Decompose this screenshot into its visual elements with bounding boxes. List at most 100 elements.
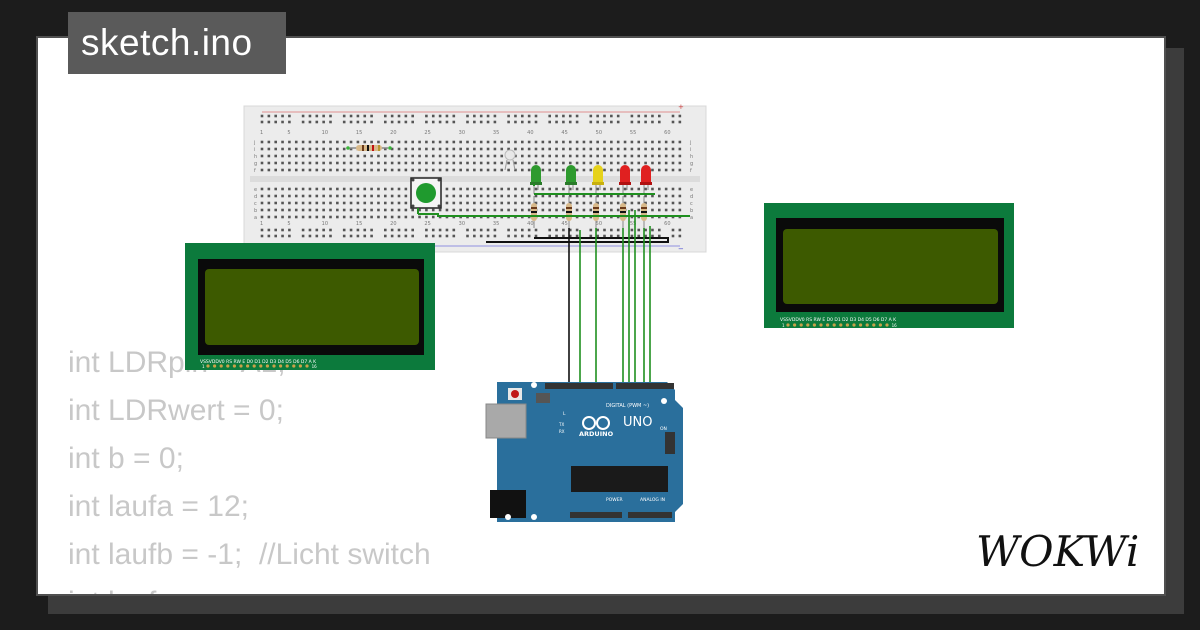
breadboard-row-letter: d bbox=[690, 194, 693, 200]
lcd-pin[interactable] bbox=[812, 323, 817, 327]
breadboard-hole bbox=[425, 120, 428, 124]
lcd-pin[interactable] bbox=[865, 323, 869, 327]
breadboard-hole bbox=[630, 161, 634, 165]
lcd-pin[interactable] bbox=[252, 364, 256, 368]
breadboard-hole bbox=[322, 187, 325, 191]
breadboard-row-letter: d bbox=[254, 194, 257, 200]
breadboard-hole bbox=[404, 147, 408, 151]
breadboard-hole bbox=[671, 194, 675, 198]
breadboard-hole bbox=[589, 140, 593, 144]
lcd-pin[interactable] bbox=[786, 323, 790, 327]
breadboard-hole bbox=[390, 114, 394, 118]
lcd-pin[interactable] bbox=[206, 364, 210, 368]
breadboard-hole bbox=[610, 201, 613, 205]
lcd-pin[interactable] bbox=[232, 364, 236, 368]
led-yellow[interactable] bbox=[592, 165, 604, 194]
breadboard-hole bbox=[288, 201, 291, 205]
breadboard-hole bbox=[637, 208, 641, 212]
lcd-pin[interactable] bbox=[298, 364, 302, 368]
breadboard-hole bbox=[315, 154, 319, 158]
breadboard-hole bbox=[260, 154, 264, 158]
breadboard-hole bbox=[555, 201, 558, 205]
resistor-top[interactable] bbox=[346, 145, 392, 151]
photoresistor[interactable] bbox=[504, 149, 516, 171]
breadboard-hole bbox=[678, 154, 682, 158]
breadboard-hole bbox=[500, 140, 504, 144]
led-green-2[interactable] bbox=[565, 165, 577, 194]
lcd-pin[interactable] bbox=[272, 364, 276, 368]
breadboard-hole bbox=[281, 187, 284, 191]
lcd-pin[interactable] bbox=[219, 364, 223, 368]
breadboard-hole bbox=[493, 168, 497, 172]
led-red-1[interactable] bbox=[619, 165, 631, 194]
breadboard-hole bbox=[473, 234, 476, 238]
breadboard-hole bbox=[267, 161, 271, 165]
lcd-pin[interactable] bbox=[799, 323, 803, 327]
breadboard-hole bbox=[575, 194, 579, 198]
lcd-pin[interactable] bbox=[239, 364, 243, 368]
breadboard-hole bbox=[616, 114, 620, 118]
breadboard-hole bbox=[500, 187, 504, 191]
lcd-pin[interactable] bbox=[265, 364, 269, 368]
breadboard-hole bbox=[390, 208, 394, 212]
lcd-pin[interactable] bbox=[852, 323, 856, 327]
lcd-pin[interactable] bbox=[259, 364, 263, 368]
breadboard-hole bbox=[500, 208, 504, 212]
breadboard-hole bbox=[507, 168, 510, 172]
lcd-pin[interactable] bbox=[806, 323, 810, 327]
lcd-pin[interactable] bbox=[285, 364, 289, 368]
lcd-pin[interactable] bbox=[885, 323, 889, 327]
breadboard-hole bbox=[349, 228, 353, 232]
breadboard-row-letter: a bbox=[254, 215, 257, 221]
breadboard-hole bbox=[582, 208, 586, 212]
breadboard-hole bbox=[329, 140, 332, 144]
breadboard-hole bbox=[589, 114, 593, 118]
breadboard-hole bbox=[596, 140, 599, 144]
breadboard-hole bbox=[616, 161, 620, 165]
breadboard-hole bbox=[671, 140, 675, 144]
lcd-pin[interactable] bbox=[305, 364, 309, 368]
lcd-pin[interactable] bbox=[793, 323, 797, 327]
led-red-2[interactable] bbox=[640, 165, 652, 194]
sketch-title[interactable]: sketch.ino bbox=[68, 12, 286, 74]
breadboard-hole bbox=[384, 114, 387, 118]
lcd-left[interactable]: VSSVDDV0 RS RW E D0 D1 D2 D3 D4 D5 D6 D7… bbox=[185, 243, 435, 370]
breadboard-hole bbox=[486, 147, 490, 151]
push-button[interactable] bbox=[410, 177, 442, 209]
breadboard[interactable]: 1155101015152020252530303535404045455050… bbox=[243, 103, 707, 253]
arduino-uno[interactable]: UNO ARDUINO DIGITAL (PWM ~) POWER ANALOG… bbox=[485, 382, 683, 522]
lcd-pin[interactable] bbox=[845, 323, 850, 327]
breadboard-hole bbox=[466, 140, 469, 144]
lcd-pin[interactable] bbox=[279, 364, 283, 368]
breadboard-hole bbox=[336, 187, 339, 191]
lcd-pin[interactable] bbox=[859, 323, 863, 327]
breadboard-hole bbox=[582, 161, 586, 165]
lcd-pin[interactable] bbox=[832, 323, 836, 327]
breadboard-hole bbox=[301, 208, 305, 212]
lcd-pin[interactable] bbox=[226, 364, 230, 368]
lcd-pin[interactable] bbox=[872, 323, 876, 327]
breadboard-hole bbox=[555, 228, 558, 232]
breadboard-hole bbox=[610, 228, 613, 232]
lcd-pin-end-label: 16 bbox=[892, 323, 898, 328]
led-green-1[interactable] bbox=[530, 165, 542, 194]
lcd-pin[interactable] bbox=[213, 364, 217, 368]
breadboard-hole bbox=[308, 208, 312, 212]
lcd-pin[interactable] bbox=[878, 323, 883, 327]
breadboard-row-letter: i bbox=[254, 147, 255, 153]
lcd-pin[interactable] bbox=[246, 364, 250, 368]
breadboard-hole bbox=[459, 208, 462, 212]
lcd-pin[interactable] bbox=[826, 323, 830, 327]
arduino-wires bbox=[568, 210, 651, 386]
reset-button[interactable] bbox=[511, 390, 519, 398]
breadboard-hole bbox=[288, 154, 291, 158]
lcd-pin[interactable] bbox=[292, 364, 296, 368]
breadboard-hole bbox=[370, 194, 373, 198]
code-line: int laufb = -1; //Licht switch bbox=[68, 538, 431, 571]
breadboard-hole bbox=[651, 161, 654, 165]
lcd-pin[interactable] bbox=[819, 323, 823, 327]
breadboard-hole bbox=[664, 168, 668, 172]
lcd-pin[interactable] bbox=[839, 323, 843, 327]
lcd-right[interactable]: VSSVDDV0 RS RW E D0 D1 D2 D3 D4 D5 D6 D7… bbox=[764, 203, 1014, 328]
breadboard-hole bbox=[678, 114, 682, 118]
